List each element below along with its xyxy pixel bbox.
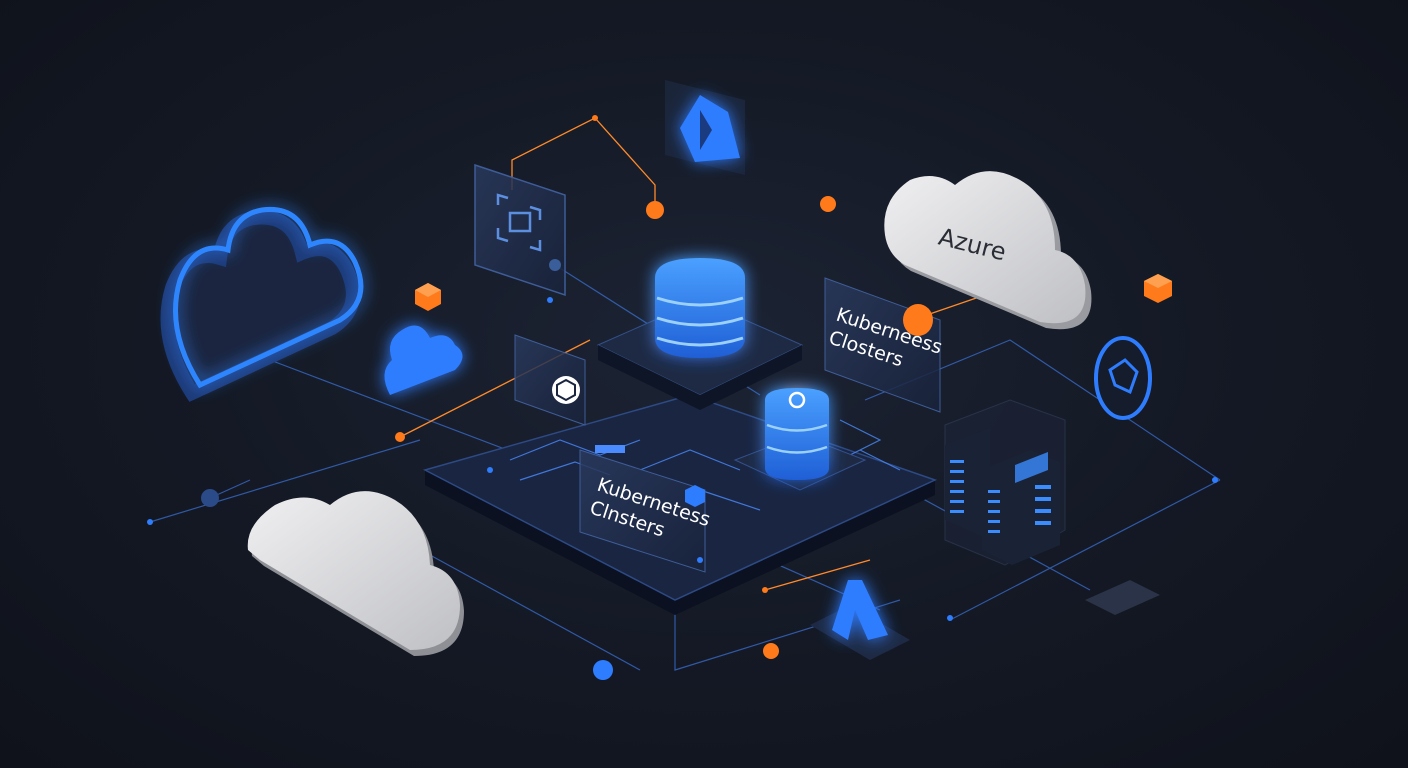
tile — [1085, 580, 1160, 615]
cube-icon — [415, 283, 441, 311]
scan-icon — [496, 193, 542, 252]
scan-panel — [474, 163, 566, 297]
kubernetes-panel-center: Kubernetess Clnsters — [579, 449, 713, 573]
shield-icon — [1094, 336, 1152, 420]
hexagon-panel — [514, 334, 586, 426]
orange-dots — [395, 115, 933, 659]
hexagon-node-icon — [685, 485, 705, 507]
connector-nodes — [147, 259, 1218, 680]
azure-a-icon — [810, 580, 910, 660]
database-icon — [655, 258, 745, 358]
cloud-icon — [247, 491, 464, 656]
database-icon — [765, 388, 829, 480]
server-building-icon — [944, 399, 1066, 566]
cloud-outline-icon — [160, 206, 364, 402]
cloud-icon — [384, 325, 463, 395]
led-indicator — [595, 445, 625, 453]
azure-cloud: Azure — [884, 171, 1092, 330]
kubernetes-panel-right: Kuberneess Closters — [824, 277, 945, 413]
cube-icon — [1144, 274, 1172, 303]
azure-logo-icon — [665, 80, 745, 175]
